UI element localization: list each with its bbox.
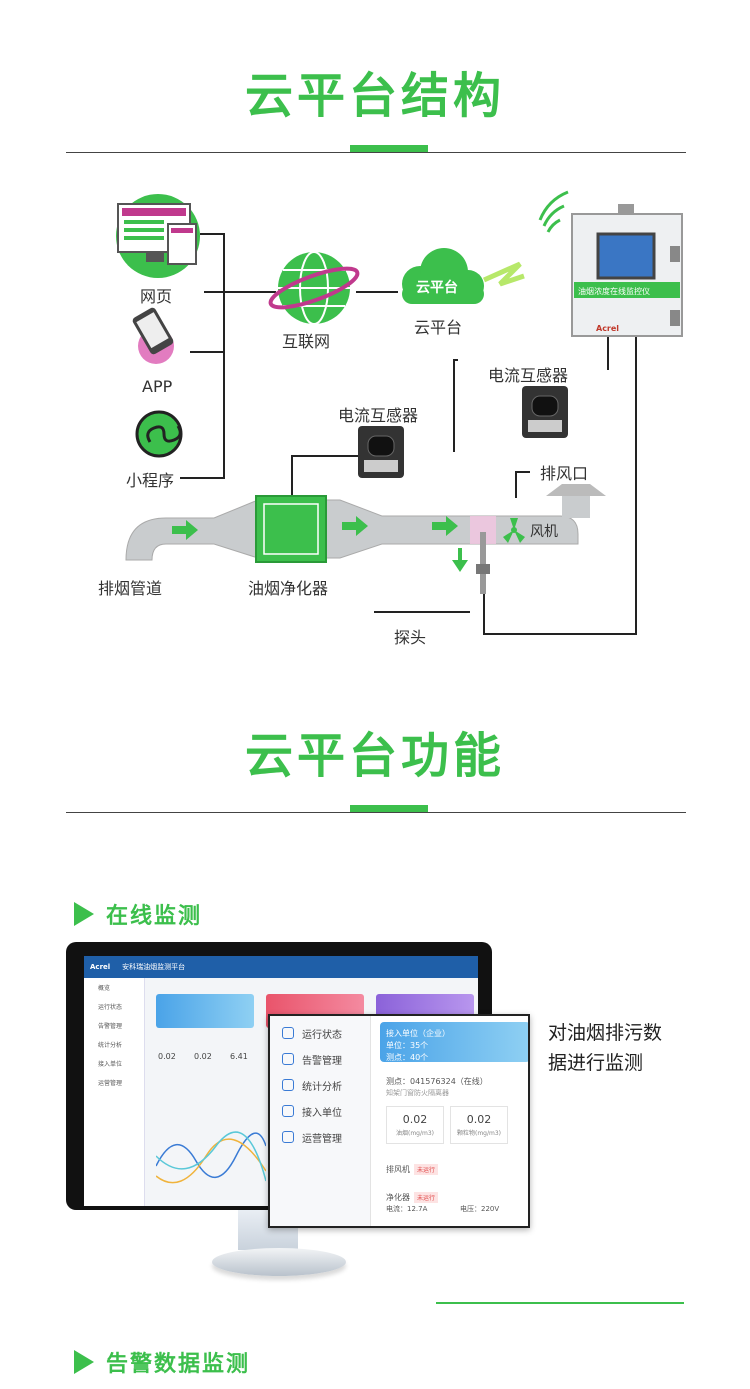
cloud-structure-diagram <box>116 190 683 635</box>
sidebar-item-ops[interactable]: 运营管理 <box>98 1080 123 1087</box>
label-web: 网页 <box>140 287 173 306</box>
unit-icon <box>282 1105 294 1117</box>
phone-icon <box>132 307 174 364</box>
label-ct-1: 电流互感器 <box>338 406 419 425</box>
section-title-structure: 云平台结构 <box>244 68 505 124</box>
sidebar-item-status[interactable]: 运行状态 <box>98 1004 123 1011</box>
alarm-icon <box>282 1053 294 1065</box>
label-mini-program: 小程序 <box>126 471 175 490</box>
section-title-functions: 云平台功能 <box>244 728 505 784</box>
label-app: APP <box>142 377 173 396</box>
device-screen-label: 油烟浓度在线监控仪 <box>578 287 650 296</box>
label-fan: 风机 <box>530 524 558 540</box>
current-transformer-icon <box>522 386 568 438</box>
label-internet: 互联网 <box>282 332 331 351</box>
triangle-bullet-icon <box>74 902 94 926</box>
device-brand: Acrel <box>596 324 620 333</box>
alarm-monitoring-heading: 告警数据监测 <box>74 1346 250 1378</box>
summary-card <box>156 994 254 1028</box>
label-ct-2: 电流互感器 <box>488 366 569 385</box>
dashboard-sidebar: 概览 运行状态 告警管理 统计分析 接入单位 运营管理 <box>84 978 145 1206</box>
menu-item-alarm[interactable]: 告警管理 <box>270 1046 370 1072</box>
dashboard-topbar: Acrel 安科瑞油烟监测平台 <box>84 956 478 978</box>
label-exhaust-outlet: 排风口 <box>540 464 589 483</box>
triangle-bullet-icon <box>74 1350 94 1374</box>
menu-item-stats[interactable]: 统计分析 <box>270 1072 370 1098</box>
web-icon <box>116 194 200 278</box>
zoom-sidebar: 运行状态 告警管理 统计分析 接入单位 运营管理 <box>270 1016 371 1226</box>
fan-row: 排风机未运行 <box>386 1164 439 1175</box>
online-monitoring-heading: 在线监测 <box>74 898 202 930</box>
sidebar-item-units[interactable]: 接入单位 <box>98 1061 123 1068</box>
wifi-icon <box>538 190 569 233</box>
point-title: 测点：041576324（在线） <box>386 1077 488 1086</box>
status-icon <box>282 1027 294 1039</box>
menu-item-status[interactable]: 运行状态 <box>270 1020 370 1046</box>
screen-stat: 0.02 <box>158 1052 176 1061</box>
trend-chart <box>156 1131 266 1184</box>
label-cloud: 云平台 <box>414 318 463 337</box>
section-divider <box>66 152 686 153</box>
stat-oil-smoke: 0.02 油烟(mg/m3) <box>386 1106 444 1144</box>
menu-item-units[interactable]: 接入单位 <box>270 1098 370 1124</box>
section-divider-accent <box>350 145 428 152</box>
screen-stat: 0.02 <box>194 1052 212 1061</box>
globe-icon <box>268 251 360 325</box>
label-probe: 探头 <box>394 628 427 647</box>
fan-icon <box>503 518 525 543</box>
label-purifier: 油烟净化器 <box>248 579 329 598</box>
point-subtitle: 知架门窗防火隔离器 <box>386 1089 449 1097</box>
purifier-icon <box>255 495 327 563</box>
zoom-main: 接入单位（企业） 单位：35个 测点：40个 测点：041576324（在线） … <box>380 1016 528 1226</box>
section-divider-accent <box>350 805 428 812</box>
online-note: 对油烟排污数 据进行监测 <box>548 1022 663 1074</box>
monitor-device-icon <box>571 204 683 337</box>
stat-particles: 0.02 颗粒物(mg/m3) <box>450 1106 508 1144</box>
wifi-icon <box>282 1079 294 1091</box>
current-value: 电流：12.7A <box>386 1205 428 1213</box>
probe-icon <box>476 532 490 594</box>
current-transformer-icon <box>358 426 404 478</box>
purifier-row: 净化器未运行 <box>386 1192 439 1203</box>
section-divider <box>66 812 686 813</box>
cloud-icon <box>402 248 525 304</box>
dashboard-zoom-panel: 运行状态 告警管理 统计分析 接入单位 运营管理 接入单位（企业） 单位：35个… <box>268 1014 530 1228</box>
flow-arrow-icon <box>172 516 468 572</box>
screen-stat: 6.41 <box>230 1052 248 1061</box>
mini-program-icon <box>135 410 183 458</box>
cloud-badge: 云平台 <box>416 280 458 296</box>
status-badge: 未运行 <box>414 1192 439 1203</box>
ops-icon <box>282 1131 294 1143</box>
status-badge: 未运行 <box>414 1164 439 1175</box>
label-duct: 排烟管道 <box>98 579 163 598</box>
units-card: 接入单位（企业） 单位：35个 测点：40个 <box>380 1022 528 1062</box>
sidebar-item-stats[interactable]: 统计分析 <box>98 1042 123 1049</box>
sidebar-item-overview[interactable]: 概览 <box>98 985 111 992</box>
sidebar-item-alarm[interactable]: 告警管理 <box>98 1023 123 1030</box>
monitor-base <box>212 1248 346 1276</box>
voltage-value: 电压：220V <box>460 1205 500 1213</box>
menu-item-ops[interactable]: 运营管理 <box>270 1124 370 1150</box>
section-divider-green <box>436 1302 684 1304</box>
